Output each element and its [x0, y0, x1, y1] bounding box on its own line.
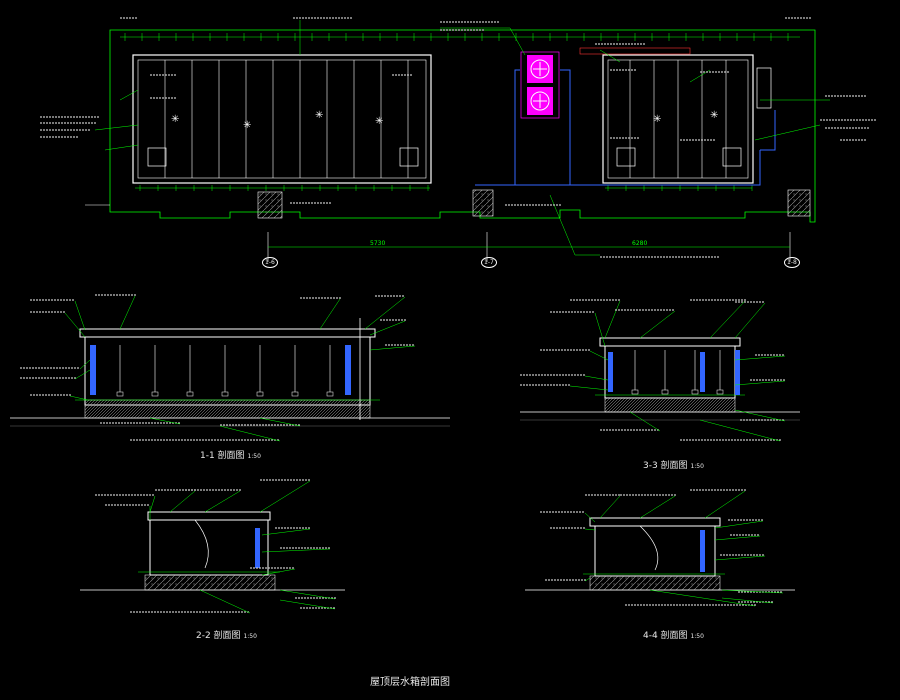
svg-text:✳: ✳ — [375, 116, 383, 127]
left-tank-inner — [137, 59, 427, 179]
section-3-3-label: 3-3 剖面图 — [643, 461, 688, 471]
section-4-4-label: 4-4 剖面图 — [643, 631, 688, 641]
section-1-1 — [10, 294, 450, 442]
plan-annotation-text — [40, 17, 876, 258]
left-tank-outline — [132, 54, 432, 184]
section-1-1-scale: 1:50 — [247, 453, 261, 460]
pipe-network — [475, 69, 776, 186]
section-4-4-scale: 1:50 — [690, 633, 704, 640]
svg-text:✳: ✳ — [315, 110, 323, 121]
axis-marker-2-label: 1-7 — [481, 257, 497, 268]
axis-marker-1-label: 1-6 — [262, 257, 278, 268]
section-1-1-label: 1-1 剖面图 — [200, 451, 245, 461]
svg-text:✳: ✳ — [243, 120, 251, 131]
axis-marker-2: 1-7 — [481, 257, 497, 268]
dim-left-span: 5730 — [370, 240, 386, 247]
dim-right-span: 6280 — [632, 240, 648, 247]
support-block-mid — [472, 189, 494, 217]
section-1-1-caption: 1-1 剖面图 1:50 — [200, 448, 261, 461]
section-3-3 — [520, 299, 800, 442]
section-3-3-caption: 3-3 剖面图 1:50 — [643, 458, 704, 471]
section-4-4-caption: 4-4 剖面图 1:50 — [643, 628, 704, 641]
plan-top-dimension-ticks — [124, 33, 789, 41]
right-tank-outline — [602, 54, 754, 184]
plan-bottom-dimension-ticks — [139, 185, 753, 191]
plan-outer-boundary — [109, 29, 816, 223]
support-block-right — [787, 189, 811, 217]
left-tank-ribs — [164, 60, 409, 178]
section-3-3-scale: 1:50 — [690, 463, 704, 470]
section-2-2-scale: 1:50 — [243, 633, 257, 640]
axis-marker-3-label: 1-8 — [784, 257, 800, 268]
axis-marker-3: 1-8 — [784, 257, 800, 268]
support-block-left — [257, 191, 283, 219]
right-tank-ribs — [629, 60, 727, 178]
axis-marker-1: 1-6 — [262, 257, 278, 268]
svg-text:✳: ✳ — [171, 114, 179, 125]
section-4-4 — [525, 489, 795, 607]
section-2-2-caption: 2-2 剖面图 1:50 — [196, 628, 257, 641]
section-2-2-label: 2-2 剖面图 — [196, 631, 241, 641]
svg-text:✳: ✳ — [710, 110, 718, 121]
drawing-title: 屋顶层水箱剖面图 — [370, 677, 450, 688]
section-2-2 — [80, 479, 345, 614]
plan-view: ✳ ✳ ✳ ✳ ✳ ✳ — [40, 17, 876, 262]
svg-text:✳: ✳ — [653, 114, 661, 125]
